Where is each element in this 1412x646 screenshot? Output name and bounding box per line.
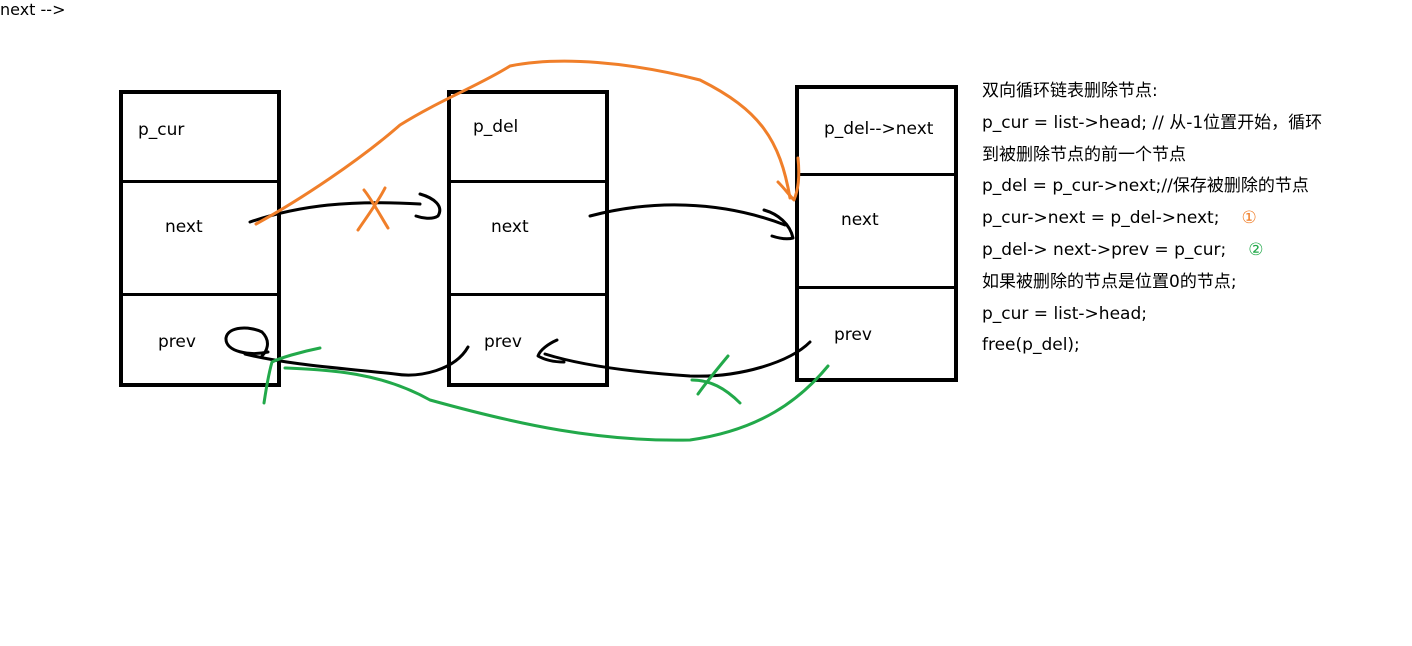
notes-line-4: p_cur->next = p_del->next; [982, 208, 1220, 229]
arrow-pdel-prev-to-pcur [243, 345, 470, 377]
node-p-del-next-cell: next [451, 180, 605, 293]
notes-line-5: p_del-> next->prev = p_cur; [982, 239, 1227, 260]
node-p-del-prev-cell: prev [451, 293, 605, 383]
arrowhead-orange [776, 156, 801, 202]
notes-line-1: p_cur = list->head; // 从-1位置开始，循环 [982, 112, 1323, 133]
loop-pcur-prev [224, 326, 270, 358]
arrowhead-pcur-next-to-pdel [414, 192, 442, 220]
node-p-del-next: p_del-->next next prev [795, 85, 958, 382]
node-p-del: p_del next prev [447, 90, 609, 387]
node-p-cur-next-label: next [165, 217, 203, 237]
step-1-marker: ① [1241, 208, 1257, 229]
node-p-del-next-next-cell: next [799, 173, 954, 286]
arrow-nextnode-prev-to-pdel [543, 340, 812, 378]
arrow-orange-pcur-next-to-nextnode [254, 59, 792, 226]
node-p-del-next-label: next [491, 217, 529, 237]
node-p-del-data-cell: p_del [451, 94, 605, 180]
node-p-del-next-prev-cell: prev [799, 286, 954, 378]
arrowhead-pdel-next-to-nextnode [762, 208, 795, 241]
step-2-marker: ② [1248, 239, 1264, 260]
notes-line-2: 到被删除节点的前一个节点 [982, 144, 1186, 165]
node-p-cur-data-cell: p_cur [123, 94, 277, 180]
cross-orange-old-link [356, 186, 390, 232]
node-p-del-next-title: p_del-->next [824, 119, 934, 139]
notes-line-4-row: p_cur->next = p_del->next; ① [982, 203, 1382, 235]
cross-green-old-link [690, 354, 742, 405]
notes-line-3: p_del = p_cur->next;//保存被删除的节点 [982, 176, 1309, 197]
arrow-green-nextnode-prev-to-pcur [283, 364, 830, 442]
arrowhead-green [262, 346, 322, 405]
node-p-cur-next-cell: next [123, 180, 277, 293]
arrowhead-nextnode-prev-to-pdel [536, 338, 566, 364]
notes-panel: 双向循环链表删除节点: p_cur = list->head; // 从-1位置… [982, 76, 1382, 362]
notes-line-5-row: p_del-> next->prev = p_cur; ② [982, 235, 1382, 267]
node-p-cur: p_cur next prev [119, 90, 281, 387]
node-p-cur-prev-label: prev [158, 332, 196, 352]
node-p-del-next-prev-label: prev [834, 325, 872, 345]
notes-line-7: p_cur = list->head; [982, 303, 1147, 324]
notes-line-8: free(p_del); [982, 335, 1080, 356]
node-p-del-prev-label: prev [484, 332, 522, 352]
notes-title: 双向循环链表删除节点: [982, 81, 1158, 101]
node-p-del-label: p_del [473, 117, 519, 137]
node-p-del-next-next-label: next [841, 210, 879, 230]
arrow-pdel-next-to-nextnode [588, 203, 787, 227]
notes-line-6: 如果被删除的节点是位置0的节点; [982, 271, 1237, 292]
node-p-cur-label: p_cur [138, 120, 185, 140]
node-p-cur-prev-cell: prev [123, 293, 277, 383]
node-p-del-next-data-cell: p_del-->next [799, 89, 954, 173]
